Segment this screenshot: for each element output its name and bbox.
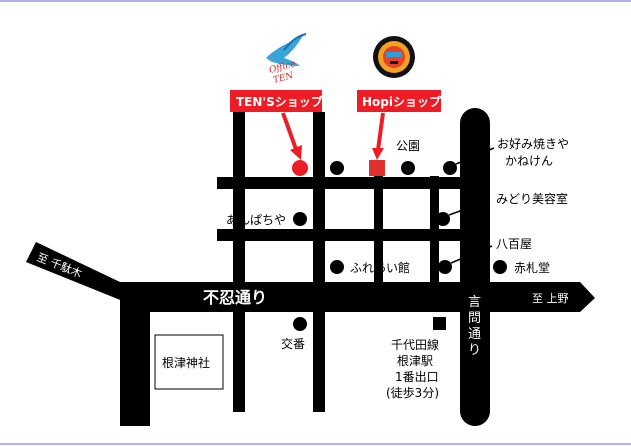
fureaikan-label: ふれあい館: [350, 260, 410, 275]
tens-shop-tag-bg: [230, 90, 322, 112]
koban-dot: [293, 317, 307, 331]
station-name-label: 根津駅: [397, 354, 433, 368]
tens-arrow-head: [290, 145, 302, 160]
okonomiyaki-label-1: お好み焼きや: [497, 137, 569, 151]
midori-dot: [436, 212, 450, 226]
station-exit-label: 1番出口: [395, 370, 439, 384]
park-dot: [401, 161, 415, 175]
main-road-label: 不忍通り: [203, 288, 267, 307]
kototoi-street-label: 言 問 通 り: [468, 295, 481, 358]
shrine-box: [154, 334, 224, 390]
road-left-branch: [120, 292, 150, 426]
street-v2: [313, 112, 325, 412]
station-walk-label: (徒歩3分): [386, 385, 439, 400]
tens-shop-marker: [292, 160, 308, 176]
office-ten-logo: Office TEN: [266, 33, 307, 86]
hopi-arrow: [376, 112, 385, 151]
fureaikan-dot: [330, 260, 344, 274]
hopi-arrow-head: [372, 148, 384, 160]
station-marker: [433, 317, 446, 330]
dot-1: [330, 161, 344, 175]
sun-mouth-icon: [390, 61, 398, 64]
street-h2: [217, 229, 479, 241]
hummingbird-wing-icon: [283, 33, 307, 51]
street-h1: [217, 177, 479, 189]
hopi-shop-tag-bg: [357, 90, 441, 112]
station-line-label: 千代田線: [391, 337, 439, 352]
street-v1: [233, 112, 245, 412]
anpachiya-dot: [293, 212, 307, 226]
kototoi-char-3: 通: [468, 327, 481, 342]
happyakuya-dot: [438, 260, 452, 274]
midori-label: みどり美容室: [496, 191, 568, 206]
hopi-sun-logo: [373, 36, 415, 78]
main-road: [26, 242, 595, 312]
okonomiyaki-pointer: [455, 147, 495, 165]
koban-label: 交番: [281, 336, 305, 351]
shrine-label: 根津神社: [162, 355, 210, 370]
hopi-shop-marker: [369, 160, 385, 176]
okonomiyaki-dot: [443, 161, 457, 175]
park-label: 公園: [396, 139, 420, 153]
hopi-shop-tag: Hopiショップ: [362, 94, 442, 109]
kototoi-char-2: 問: [468, 311, 481, 326]
okonomiyaki-label-2: かねけん: [505, 154, 553, 168]
midori-pointer: [448, 199, 491, 216]
anpachiya-label: あんぱちや: [226, 213, 286, 227]
happyakuya-pointer: [450, 245, 493, 264]
akafudado-label: 赤札堂: [514, 261, 550, 275]
happyakuya-label: 八百屋: [496, 237, 532, 251]
sun-eyes-icon: [386, 52, 402, 57]
kototoi-char-4: り: [468, 343, 481, 358]
kototoi-char-1: 言: [468, 295, 481, 310]
to-ueno-label: 至 上野: [532, 292, 569, 305]
tens-arrow: [281, 112, 299, 153]
tens-shop-tag: TEN'Sショップ: [236, 94, 324, 109]
akafudado-dot: [493, 260, 507, 274]
